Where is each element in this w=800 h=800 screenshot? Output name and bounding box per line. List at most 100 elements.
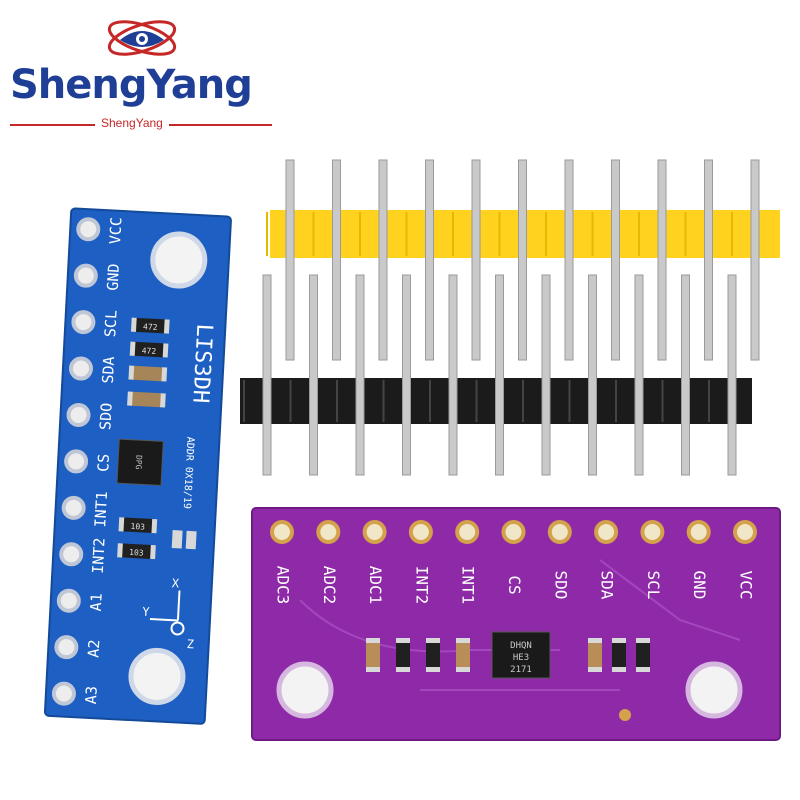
- header-pin: [262, 274, 272, 476]
- sensor-chip: [491, 631, 551, 679]
- resistor-label: 103: [130, 522, 145, 532]
- purple-pin-pad: [686, 520, 711, 544]
- address-label: ADDR 0X18/19: [181, 436, 196, 509]
- header-pin: [471, 159, 481, 361]
- blue-pin-pad: [54, 635, 79, 660]
- header-pin: [681, 274, 690, 476]
- purple-pin-label: CS: [505, 575, 524, 594]
- capacitor: [588, 638, 602, 672]
- purple-pin-pad: [316, 520, 341, 544]
- blue-pin-label: INT2: [89, 537, 109, 574]
- resistor: [396, 638, 410, 672]
- jumper-pad: [171, 530, 183, 549]
- chip-text: HE3: [513, 653, 529, 663]
- purple-pin-label: INT1: [459, 566, 478, 605]
- blue-pin-label: SDO: [96, 402, 115, 430]
- mounting-hole: [128, 647, 186, 705]
- header-pin: [332, 159, 341, 361]
- header-pin: [634, 274, 644, 476]
- purple-pin-pad: [362, 520, 387, 544]
- capacitor: [456, 638, 470, 672]
- blue-pin-pad: [64, 449, 89, 474]
- brand-name: ShengYang: [10, 62, 253, 108]
- header-pin: [402, 274, 411, 476]
- svg-text:DPG: DPG: [134, 455, 144, 470]
- brand-subtitle: ShengYang: [95, 116, 169, 130]
- header-pin: [518, 159, 527, 361]
- header-pin: [285, 159, 295, 361]
- purple-pin-label: GND: [690, 571, 709, 600]
- purple-pin-label: INT2: [412, 566, 431, 605]
- blue-pin-label: GND: [104, 263, 123, 291]
- purple-pin-label: SDO: [551, 571, 570, 600]
- header-pin: [657, 159, 667, 361]
- header-pin: [355, 274, 365, 476]
- purple-pin-pad: [270, 520, 294, 544]
- blue-pin-pad: [66, 402, 91, 427]
- header-pins-yellow: [266, 159, 780, 361]
- purple-pin-pad: [594, 520, 619, 544]
- blue-pin-label: A1: [87, 593, 106, 612]
- header-pin: [378, 159, 388, 361]
- blue-pin-pad: [59, 542, 84, 567]
- purple-pin-label: SCL: [644, 571, 663, 600]
- axis-x-label: X: [172, 576, 181, 590]
- purple-pin-pad: [455, 520, 480, 544]
- header-pin: [541, 274, 551, 476]
- purple-pin-pad: [408, 520, 433, 544]
- purple-pin-pad: [501, 520, 526, 544]
- header-pin: [588, 274, 597, 476]
- mounting-hole: [276, 661, 334, 719]
- purple-board-pcb: [251, 507, 781, 741]
- header-pin: [704, 159, 713, 361]
- header-pin: [309, 274, 318, 476]
- blue-pin-label: INT1: [91, 491, 111, 528]
- resistor-label: 103: [129, 548, 144, 558]
- axis-z-label: Z: [186, 637, 194, 651]
- header-pins-black: [240, 274, 752, 476]
- accelerometer-chip: [116, 438, 164, 486]
- purple-pin-label: VCC: [737, 571, 756, 600]
- jumper-pad: [185, 530, 197, 550]
- chip-text: 2171: [510, 665, 532, 675]
- blue-pin-pad: [73, 263, 98, 288]
- model-label: LIS3DH: [187, 323, 216, 404]
- blue-pin-pad: [76, 217, 101, 242]
- header-pin: [564, 159, 574, 361]
- capacitor: [127, 391, 166, 408]
- blue-pin-pad: [61, 495, 86, 520]
- header-pin: [727, 274, 737, 476]
- test-pad: [619, 709, 631, 721]
- resistor: 472: [130, 317, 170, 334]
- resistor: [426, 638, 440, 672]
- purple-pin-label: SDA: [598, 571, 617, 600]
- blue-pin-pad: [56, 588, 81, 613]
- resistor-label: 472: [142, 346, 157, 356]
- purple-pin-pad: [547, 520, 572, 544]
- blue-pin-pad: [71, 310, 96, 335]
- capacitor: [366, 638, 380, 672]
- blue-pin-label: VCC: [106, 217, 125, 245]
- header-pin: [425, 159, 434, 361]
- purple-pin-pad: [733, 520, 757, 544]
- blue-pin-label: A2: [84, 639, 103, 658]
- resistor: 103: [118, 517, 158, 534]
- blue-pin-pad: [51, 681, 76, 706]
- resistor: 103: [117, 543, 156, 560]
- eye-orbit-icon: [107, 20, 177, 56]
- axis-y-label: Y: [142, 605, 151, 619]
- chip-text: DHQN: [510, 641, 532, 651]
- purple-pin-pad: [640, 520, 665, 544]
- header-pin: [495, 274, 504, 476]
- header-pin: [611, 159, 620, 361]
- header-pin: [448, 274, 458, 476]
- resistor: 472: [129, 341, 169, 358]
- mounting-hole: [150, 231, 208, 289]
- blue-pin-pad: [68, 356, 93, 381]
- header-pin: [750, 159, 760, 361]
- blue-pin-label: A3: [82, 686, 101, 705]
- axis-indicator-icon: X Y Z: [142, 576, 194, 651]
